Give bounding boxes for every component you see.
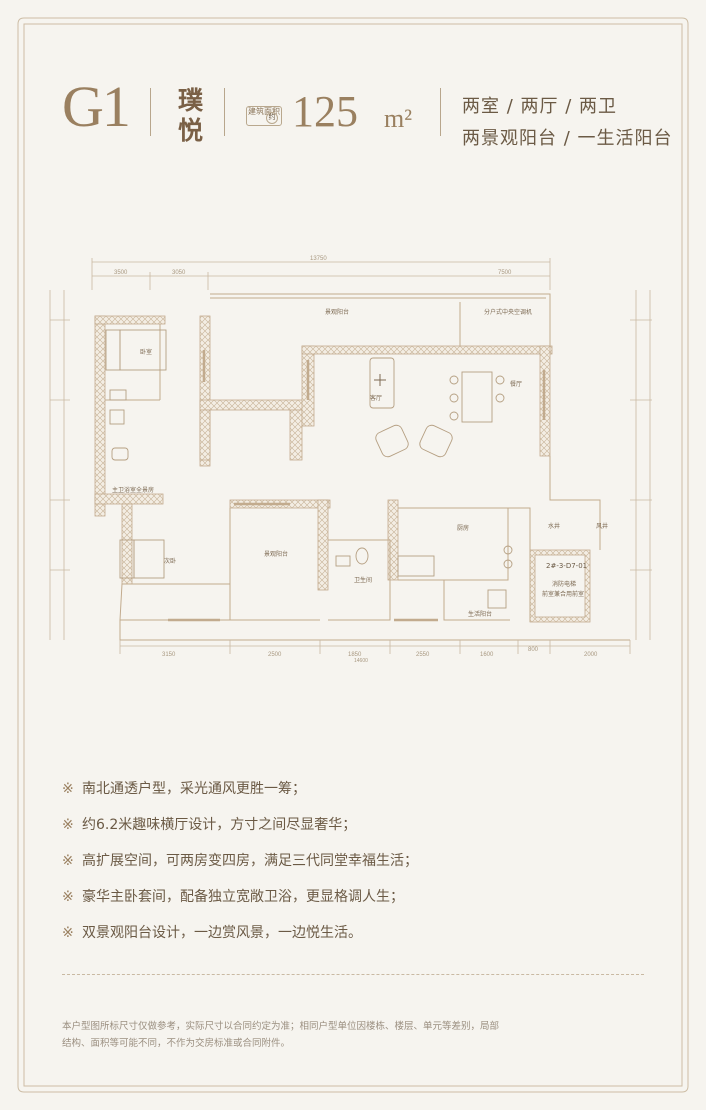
divider <box>440 88 441 136</box>
approx-icon: 约 <box>266 112 278 124</box>
feature-item: ※ 约6.2米趣味横厅设计，方寸之间尽显奢华； <box>62 816 662 852</box>
divider <box>224 88 225 136</box>
floor-plan-drawing: 13750 3500 3050 7500 <box>49 256 652 664</box>
label-air-shaft: 风井 <box>596 522 608 530</box>
label-utility-balcony: 生活阳台 <box>468 610 492 618</box>
dim-bottom: 2550 <box>416 652 430 658</box>
reference-mark-icon: ※ <box>62 925 74 941</box>
feature-item: ※ 南北通透户型，采光通风更胜一筹； <box>62 780 662 816</box>
feature-list: ※ 南北通透户型，采光通风更胜一筹； ※ 约6.2米趣味横厅设计，方寸之间尽显奢华；… <box>62 780 662 960</box>
top-dimension-lines <box>91 258 551 290</box>
label-master-bath: 主卫浴室全景房 <box>112 486 154 494</box>
dim-bottom: 1600 <box>480 652 494 658</box>
window-markers <box>168 350 546 622</box>
label-ac-platform: 分户式中央空调机 <box>484 308 532 316</box>
dim-top-right: 7500 <box>498 270 512 276</box>
dim-top-left: 3500 <box>114 270 128 276</box>
label-water-well: 水井 <box>548 522 560 530</box>
feature-text: 约6.2米趣味横厅设计，方寸之间尽显奢华； <box>82 817 357 833</box>
cross-marker-icon <box>374 374 386 386</box>
bottom-dimension-lines <box>119 640 631 654</box>
dim-bottom: 800 <box>528 647 539 653</box>
walls <box>94 315 591 623</box>
dashed-divider <box>62 974 644 975</box>
reference-mark-icon: ※ <box>62 817 74 833</box>
label-second-bedroom: 次卧 <box>164 557 176 565</box>
unit-name: 璞悦 <box>178 86 204 145</box>
dim-bottom: 3150 <box>162 652 176 658</box>
dim-top-mid: 3050 <box>172 270 186 276</box>
divider <box>150 88 151 136</box>
label-view-balcony-top: 景观阳台 <box>325 308 349 316</box>
reference-mark-icon: ※ <box>62 889 74 905</box>
dim-bottom: 2000 <box>584 652 598 658</box>
ornamental-border <box>17 17 689 1093</box>
feature-text: 南北通透户型，采光通风更胜一筹； <box>82 781 306 797</box>
header: G1 璞悦 建筑面积 约 125 m² 两室 / 两厅 / 两卫 两景观阳台 /… <box>0 0 706 160</box>
feature-item: ※ 高扩展空间，可两房变四房，满足三代同堂幸福生活； <box>62 852 662 888</box>
feature-text: 双景观阳台设计，一边赏风景，一边悦生活。 <box>82 925 362 941</box>
label-stair-code: 2#-3-D7-01 <box>546 562 587 570</box>
label-bathroom: 卫生间 <box>354 576 372 584</box>
feature-item: ※ 双景观阳台设计，一边赏风景，一边悦生活。 <box>62 924 662 960</box>
dim-bottom: 1850 <box>348 652 362 658</box>
area-unit: m² <box>384 104 413 133</box>
label-dining-room: 餐厅 <box>510 380 522 388</box>
reference-mark-icon: ※ <box>62 853 74 869</box>
unit-code: G1 <box>62 74 131 139</box>
reference-mark-icon: ※ <box>62 781 74 797</box>
balcony-summary: 两景观阳台 / 一生活阳台 <box>462 128 673 149</box>
label-master-bedroom: 卧室 <box>140 348 152 356</box>
side-dimension-lines <box>49 290 652 640</box>
label-stair-note2: 前室兼合用前室 <box>542 590 584 598</box>
label-kitchen: 厨房 <box>457 524 469 532</box>
furniture <box>105 329 513 609</box>
disclaimer: 本户型图所标尺寸仅做参考，实际尺寸以合同约定为准；相同户型单位因楼栋、楼层、单元… <box>62 1021 500 1049</box>
area-value: 125 <box>292 87 358 136</box>
feature-text: 高扩展空间，可两房变四房，满足三代同堂幸福生活； <box>82 853 418 869</box>
room-summary: 两室 / 两厅 / 两卫 <box>462 96 618 117</box>
label-view-balcony-bottom: 景观阳台 <box>264 550 288 558</box>
dim-total: 13750 <box>310 256 327 262</box>
floor-plan: 13750 3500 3050 7500 <box>40 250 666 670</box>
area-label-badge: 建筑面积 <box>246 106 282 126</box>
dim-bottom-sub: 14600 <box>354 658 368 664</box>
feature-item: ※ 豪华主卧套间，配备独立宽敞卫浴，更显格调人生； <box>62 888 662 924</box>
dim-bottom: 2500 <box>268 652 282 658</box>
feature-text: 豪华主卧套间，配备独立宽敞卫浴，更显格调人生； <box>82 889 404 905</box>
label-living-room: 客厅 <box>370 394 382 402</box>
label-stair-note1: 消防电梯 <box>552 580 576 588</box>
